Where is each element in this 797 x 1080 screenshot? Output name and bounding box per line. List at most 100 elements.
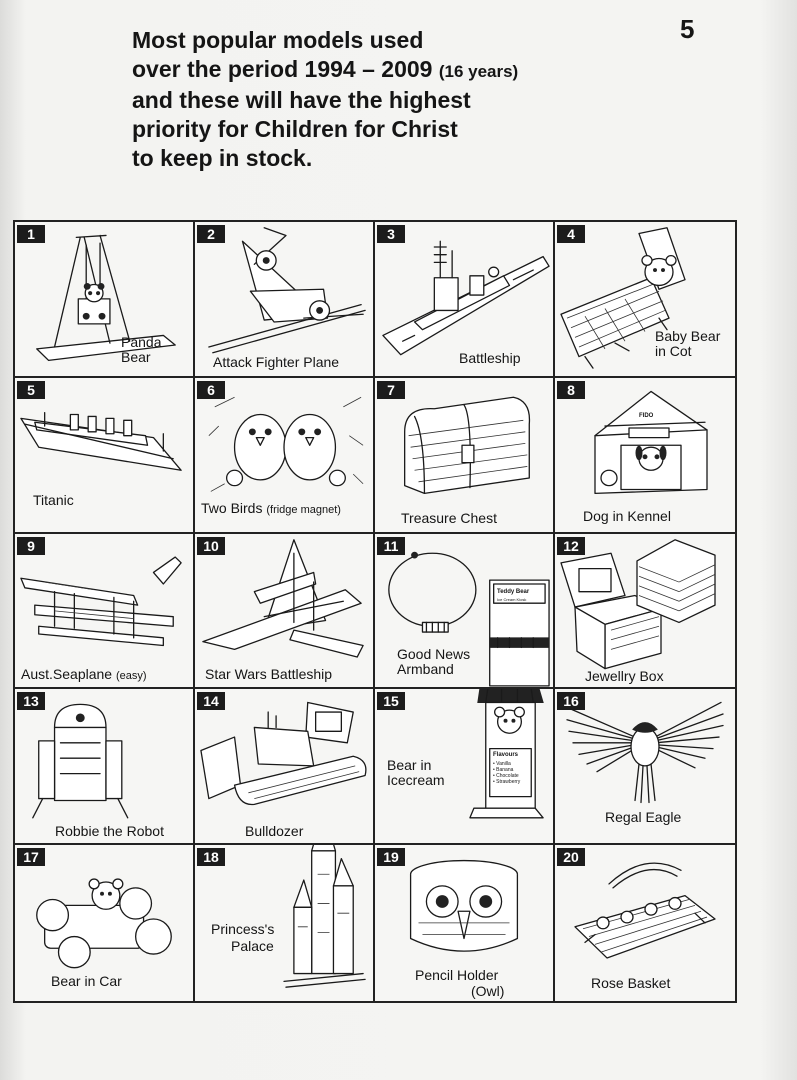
battleship-illustration: [375, 222, 553, 376]
model-name-pencil-holder: Pencil Holder: [415, 967, 499, 984]
seaplane-illustration: [15, 534, 193, 688]
model-number-badge: 5: [17, 380, 45, 399]
model-name-armband: Armband: [397, 660, 454, 677]
two-birds-name: Two Birds: [201, 499, 263, 516]
model-cell-regal-eagle: 16 Regal Eagle: [555, 689, 735, 846]
heading-line-1: Most popular models used: [132, 27, 424, 53]
heading-line-2-small: (16 years): [438, 62, 519, 81]
fighter-plane-illustration: [195, 222, 373, 376]
model-cell-two-birds: 6 Two Birds (fridge magnet): [195, 377, 375, 534]
heading-line-4: priority for Children for Christ: [132, 116, 458, 142]
model-cell-aust-seaplane: 9 Aust.Seaplane (easy): [15, 533, 195, 690]
model-name-titanic: Titanic: [33, 491, 74, 508]
flavour-item: • Vanilla: [493, 761, 511, 768]
model-name-battleship: Battleship: [459, 350, 521, 366]
model-number-badge: 18: [197, 848, 225, 867]
model-name-icecream: Icecream: [387, 772, 445, 789]
model-number-badge: 2: [197, 225, 225, 243]
titanic-illustration: [15, 378, 193, 532]
model-number-badge: 17: [17, 848, 45, 867]
jewellry-box-illustration: [555, 534, 735, 688]
model-number-badge: 12: [557, 536, 585, 555]
armband-illustration: [375, 534, 553, 688]
model-name-owl: (Owl): [471, 983, 505, 1000]
model-number-badge: 14: [197, 692, 225, 711]
bulldozer-illustration: [195, 689, 373, 843]
model-name-regal-eagle: Regal Eagle: [605, 809, 682, 826]
flavour-item: • Chocolate: [493, 773, 519, 780]
model-name-star-wars-battleship: Star Wars Battleship: [205, 665, 333, 682]
model-name-in-cot: in Cot: [655, 343, 692, 359]
model-cell-princess-palace: 18 Princess's Palace: [195, 845, 375, 1001]
kennel-sign-text: FIDO: [639, 412, 654, 419]
models-grid: 1 Panda Bear 2 Attack Fighter Plane 3: [13, 220, 737, 1003]
rose-basket-illustration: [555, 845, 735, 1001]
model-name-bulldozer: Bulldozer: [245, 823, 304, 840]
seaplane-note: (easy): [115, 669, 147, 682]
model-name-bear-in: Bear in: [387, 757, 432, 774]
model-number-badge: 8: [557, 380, 585, 399]
model-number-badge: 6: [197, 380, 225, 399]
model-name-attack-fighter-plane: Attack Fighter Plane: [213, 354, 340, 370]
page-heading: Most popular models used over the period…: [132, 26, 652, 173]
model-name-bear-in-car: Bear in Car: [51, 973, 122, 990]
dog-kennel-illustration: [555, 378, 735, 532]
model-name-good-news: Good News: [397, 645, 471, 662]
model-number-badge: 9: [17, 536, 45, 555]
model-cell-titanic: 5 Titanic: [15, 377, 195, 534]
model-name-panda: Panda: [121, 334, 162, 350]
model-name-baby-bear: Baby Bear: [655, 328, 721, 344]
heading-line-3: and these will have the highest: [132, 87, 471, 113]
model-number-badge: 4: [557, 225, 585, 243]
model-name-palace: Palace: [231, 938, 274, 955]
model-number-badge: 13: [17, 692, 45, 711]
flavour-item: • Strawberry: [493, 779, 521, 786]
model-name-treasure-chest: Treasure Chest: [401, 509, 497, 526]
heading-line-2: over the period 1994 – 2009 (16 years): [132, 55, 652, 86]
flavour-item: • Banana: [493, 767, 514, 774]
model-cell-pencil-holder-owl: 19 Pencil Holder (Owl): [375, 845, 555, 1001]
model-cell-star-wars-battleship: 10 Star Wars Battleship: [195, 533, 375, 690]
regal-eagle-illustration: [555, 689, 735, 843]
flavours-title: Flavours: [493, 752, 519, 759]
model-cell-attack-fighter-plane: 2 Attack Fighter Plane: [195, 222, 375, 378]
flavours-list: • Vanilla • Banana • Chocolate • Strawbe…: [493, 761, 520, 785]
star-wars-battleship-illustration: [195, 534, 373, 688]
model-name-jewellry-box: Jewellry Box: [585, 667, 664, 684]
baby-bear-cot-illustration: [555, 222, 735, 376]
model-cell-treasure-chest: 7 Treasure Chest: [375, 377, 555, 534]
model-number-badge: 11: [377, 536, 405, 555]
model-name-rose-basket: Rose Basket: [591, 975, 671, 992]
model-cell-rose-basket: 20 Rose Basket: [555, 845, 735, 1001]
model-number-badge: 10: [197, 536, 225, 555]
kiosk-title: Teddy Bear: [497, 588, 530, 595]
model-number-badge: 16: [557, 692, 585, 711]
model-cell-dog-in-kennel: 8 FIDO Dog in Kennel: [555, 378, 735, 534]
model-cell-robbie-the-robot: 13 Robbie the Robot: [15, 689, 195, 846]
model-number-badge: 3: [377, 225, 405, 243]
model-cell-bulldozer: 14 Bulldozer: [195, 689, 375, 846]
kiosk-subtitle: Ice Cream Kiosk: [497, 596, 527, 602]
model-cell-baby-bear-in-cot: 4 Baby Bear in Cot: [555, 222, 735, 378]
bear-icecream-kiosk-illustration: [375, 689, 553, 843]
model-number-badge: 7: [377, 380, 405, 399]
robot-illustration: [15, 689, 193, 843]
two-birds-illustration: [195, 378, 373, 532]
seaplane-name: Aust.Seaplane: [21, 665, 113, 682]
model-name-dog-in-kennel: Dog in Kennel: [583, 507, 671, 524]
owl-pencil-holder-illustration: [375, 845, 553, 1001]
treasure-chest-illustration: [375, 378, 553, 532]
two-birds-note: (fridge magnet): [266, 503, 341, 516]
model-name-two-birds: Two Birds (fridge magnet): [201, 500, 341, 518]
model-name-robbie-the-robot: Robbie the Robot: [55, 823, 164, 840]
model-name-bear: Bear: [121, 349, 151, 365]
page-number: 5: [680, 14, 695, 44]
model-name-aust-seaplane: Aust.Seaplane (easy): [21, 666, 147, 684]
model-cell-panda-bear: 1 Panda Bear: [15, 222, 195, 378]
model-cell-bear-in-icecream: 15 Flavours • Vanilla • Banana • Chocola…: [375, 689, 555, 846]
panda-bear-swing-illustration: [15, 222, 193, 376]
model-cell-battleship: 3 Battleship: [375, 222, 555, 378]
model-cell-good-news-armband: 11 Teddy Bear Ice Cream Kiosk Good News …: [375, 533, 555, 690]
heading-line-5: to keep in stock.: [132, 145, 313, 171]
model-cell-jewellry-box: 12 Jewellry Box: [555, 534, 735, 690]
